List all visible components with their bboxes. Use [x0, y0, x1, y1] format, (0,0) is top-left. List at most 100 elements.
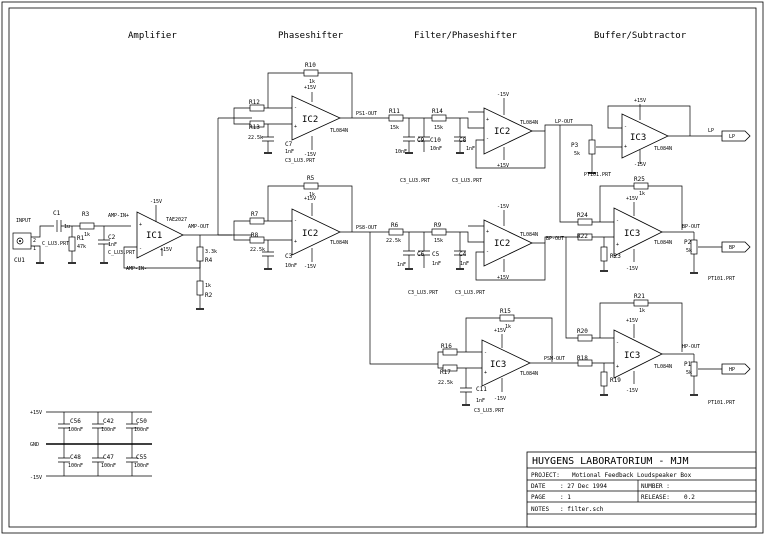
c7-part: C3_LU3.PRT [285, 158, 315, 164]
r1-value: 47k [77, 244, 86, 250]
bp-sub-out-label: BP-OUT [682, 224, 700, 230]
c11-part: C3_LU3.PRT [474, 408, 504, 414]
ic2a-name: IC2 [302, 115, 318, 125]
filter-top-chain [403, 111, 484, 129]
psm-out-label: PSM-OUT [544, 356, 565, 362]
input-wire [31, 225, 54, 262]
c10-value: 10nF [430, 146, 442, 152]
c42-label: C42 [103, 418, 114, 425]
c47-label: C47 [103, 454, 114, 461]
c55-value: 100nF [134, 463, 149, 469]
c7-label: C7 [285, 141, 293, 148]
p3-label: P3 [571, 142, 579, 149]
r6-label: R6 [391, 222, 399, 229]
ic1-minus-pin: - [139, 246, 142, 252]
c10-capacitor [418, 118, 430, 152]
hp-connector-label: HP [729, 367, 735, 373]
r12-label: R12 [249, 99, 260, 106]
ic2b-name: IC2 [494, 127, 510, 137]
ic2c-neg: -15V [304, 264, 316, 270]
r21-label: R21 [634, 293, 645, 300]
ic2a-part: TL084N [330, 128, 348, 134]
section-phaseshifter: Phaseshifter [278, 31, 344, 41]
bp-sub-inputs [559, 125, 614, 238]
p2-wires [693, 232, 722, 272]
section-buffer-subtractor: Buffer/Subtractor [594, 31, 687, 41]
title-release: 0.2 [684, 494, 695, 501]
lp-out-wire [544, 124, 592, 131]
c55-label: C55 [136, 454, 147, 461]
c7-capacitor [262, 124, 274, 152]
ic2a-neg: -15V [304, 152, 316, 158]
r5-label: R5 [307, 175, 315, 182]
ps1-out-label: PS1-OUT [356, 111, 377, 117]
title-release-label: RELEASE: [641, 494, 670, 501]
bp-connector-label: BP [729, 245, 735, 251]
ic2b-part: TL084N [520, 120, 538, 126]
lp-out-label: LP-OUT [555, 119, 573, 125]
ic3b-amplifier [621, 113, 669, 159]
c1-part: C_LU3.PRT [42, 241, 69, 247]
ic2d-name: IC2 [494, 239, 510, 249]
p1-wires [693, 354, 722, 394]
psm-input-wires [437, 351, 482, 369]
r3-value: 1k [84, 232, 90, 238]
cu1-label: CU1 [14, 257, 25, 264]
r1-resistor [68, 236, 76, 252]
r4-value: 3.3k [205, 249, 217, 255]
ic3d-minus: - [616, 340, 619, 346]
c8-value: 1nF [466, 146, 475, 152]
c5-capacitor [418, 232, 430, 268]
r15-resistor [499, 314, 515, 322]
r5-resistor [303, 182, 319, 190]
ic3c-name: IC3 [624, 229, 640, 239]
ic3c-amplifier [613, 207, 663, 257]
c3-value: 10nF [285, 263, 297, 269]
ic3a-minus: - [484, 350, 487, 356]
c50-value: 100nF [134, 427, 149, 433]
ic1-amplifier [136, 211, 184, 259]
ic1-part: TAE2027 [166, 217, 187, 223]
ic3b-name: IC3 [630, 133, 646, 143]
ic3b-plus: + [624, 144, 627, 150]
c11-label: C11 [476, 386, 487, 393]
amp-out-label: AMP-OUT [188, 224, 209, 230]
r7-resistor [249, 217, 265, 225]
c5-value: 1nF [432, 261, 441, 267]
ic2b-plus: + [486, 117, 489, 123]
r14-value: 15k [434, 125, 443, 131]
ic2d-neg: -15V [497, 204, 509, 210]
input-connector [12, 232, 32, 250]
ic3d-part: TL084N [654, 364, 672, 370]
ic2d-pos: +15V [497, 275, 509, 281]
ic3d-plus: + [616, 364, 619, 370]
r3-resistor [79, 222, 95, 230]
ic2d-fb [475, 242, 546, 281]
c3-label: C3 [285, 253, 293, 260]
ic2d-plus: + [486, 229, 489, 235]
r14-resistor [431, 114, 447, 122]
ic2a-plus: + [294, 124, 297, 130]
c9-value: 10nF [395, 149, 407, 155]
ic3b-neg: -15V [634, 162, 646, 168]
title-date: : 27 Dec 1994 [560, 483, 607, 490]
ic2c-minus: - [294, 218, 297, 224]
c48-value: 100nF [68, 463, 83, 469]
title-notes-label: NOTES [531, 506, 549, 513]
r20-resistor [577, 334, 593, 342]
section-filter-phaseshifter: Filter/Phaseshifter [414, 31, 518, 41]
ic3c-pos: +15V [626, 196, 638, 202]
cu1-pin1: 1 [33, 246, 36, 252]
cu1-pin2: 2 [33, 238, 36, 244]
ic3d-pos: +15V [626, 318, 638, 324]
ic2b-minus: - [486, 136, 489, 142]
r8-label: R8 [251, 232, 259, 239]
c1-value: 1u [64, 224, 70, 230]
r17-value: 22.5k [438, 380, 453, 386]
input-label: INPUT [16, 218, 31, 224]
r4-label: R4 [205, 257, 213, 264]
title-notes: : filter.sch [560, 506, 604, 513]
ic3a-plus: + [484, 370, 487, 376]
